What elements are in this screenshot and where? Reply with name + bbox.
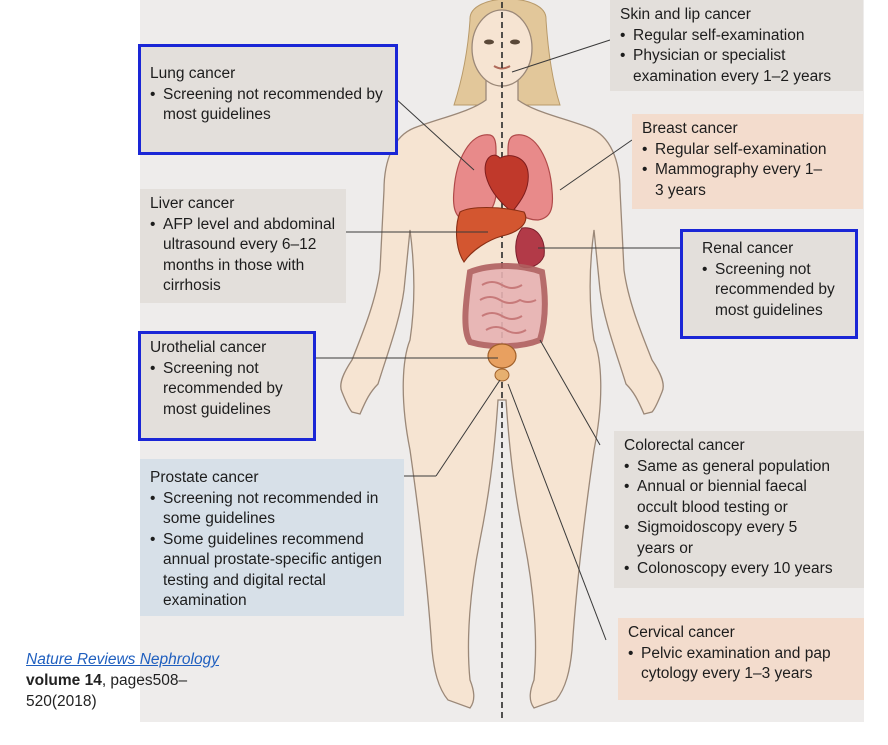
- liver: [455, 207, 527, 263]
- list-item: Screening not recommended in some guidel…: [150, 489, 395, 530]
- citation-pages: , pages508–520(2018): [26, 672, 188, 710]
- bladder: [487, 343, 517, 369]
- box-title: Breast cancer: [642, 120, 738, 137]
- list-item: AFP level and abdominal ultrasound every…: [150, 215, 338, 297]
- box-title: Lung cancer: [150, 65, 236, 82]
- box-title: Liver cancer: [150, 195, 235, 212]
- breast-cancer-box: Breast cancer Regular self-examination M…: [632, 114, 863, 209]
- colon: [462, 263, 548, 350]
- colorectal-cancer-box: Colorectal cancer Same as general popula…: [614, 431, 864, 588]
- list-item: Pelvic examination and pap cytology ever…: [628, 644, 857, 685]
- list-item: Mammography every 1–3 years: [642, 160, 825, 201]
- citation: Nature Reviews Nephrology volume 14, pag…: [26, 649, 226, 712]
- list-item: Some guidelines recommend annual prostat…: [150, 530, 403, 612]
- small-intestine: [479, 281, 537, 334]
- renal-cancer-box: Renal cancer Screening not recommended b…: [680, 229, 858, 339]
- prostate-cancer-box: Prostate cancer Screening not recommende…: [140, 459, 404, 616]
- cervical-cancer-box: Cervical cancer Pelvic examination and p…: [618, 618, 864, 700]
- journal-link[interactable]: Nature Reviews Nephrology: [26, 651, 219, 668]
- connector-lines: [313, 39, 682, 641]
- lung-cancer-box: Lung cancer Screening not recommended by…: [138, 44, 398, 155]
- list-item: Regular self-examination: [642, 140, 855, 161]
- box-title: Colorectal cancer: [624, 437, 745, 454]
- list-item: Physician or specialist examination ever…: [620, 46, 855, 87]
- list-item: Sigmoidoscopy every 5 years or: [624, 518, 837, 559]
- box-title: Renal cancer: [702, 240, 794, 257]
- stomach: [515, 227, 545, 269]
- list-item: Screening not recommended by most guidel…: [702, 260, 848, 322]
- prostate: [494, 368, 510, 382]
- list-item: Colonoscopy every 10 years: [624, 559, 856, 580]
- list-item: Same as general population: [624, 457, 856, 478]
- liver-cancer-box: Liver cancer AFP level and abdominal ult…: [140, 189, 346, 303]
- box-title: Prostate cancer: [150, 469, 259, 486]
- urothelial-cancer-box: Urothelial cancer Screening not recommen…: [138, 331, 316, 441]
- box-title: Urothelial cancer: [150, 339, 267, 356]
- box-title: Skin and lip cancer: [620, 6, 751, 23]
- skin-lip-cancer-box: Skin and lip cancer Regular self-examina…: [610, 0, 863, 91]
- list-item: Screening not recommended by most guidel…: [150, 85, 391, 126]
- box-title: Cervical cancer: [628, 624, 735, 641]
- list-item: Regular self-examination: [620, 26, 855, 47]
- list-item: Screening not recommended by most guidel…: [150, 359, 306, 421]
- citation-volume: volume 14: [26, 672, 102, 689]
- list-item: Annual or biennial faecal occult blood t…: [624, 477, 837, 518]
